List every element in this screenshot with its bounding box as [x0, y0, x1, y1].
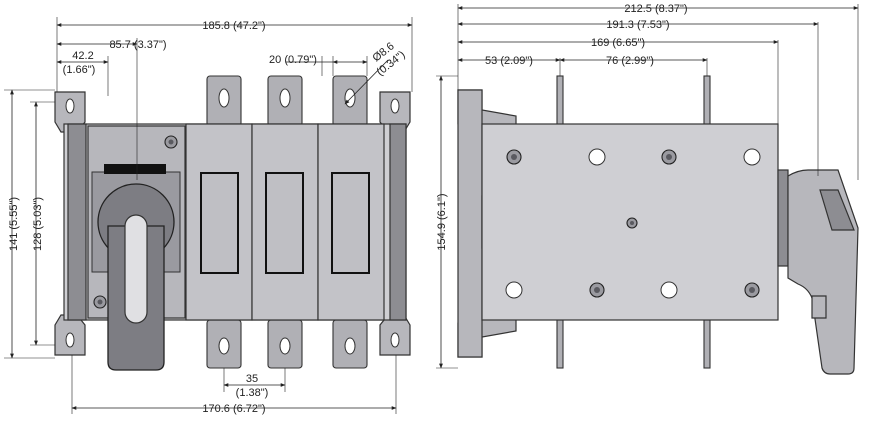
pole-window [265, 172, 304, 274]
terminal-hole [279, 337, 291, 355]
terminal-hole [218, 337, 230, 355]
dim-height-label: 154.9 (6.1") [436, 193, 448, 250]
top-terminals [206, 75, 368, 127]
terminal-hole [279, 88, 291, 108]
pole-window [200, 172, 239, 274]
dim-terminal-offset-label: 53 (2.09") [485, 55, 533, 67]
dim-terminal-width-label: 20 (0.79") [269, 54, 317, 66]
dim-pitch-inch: (1.38") [236, 387, 269, 399]
indicator-slot [104, 164, 166, 174]
side-screws [505, 148, 761, 299]
bottom-terminals [206, 319, 368, 369]
dim-mount-offset-inch: (1.66") [63, 64, 96, 76]
mounting-feet [54, 91, 411, 356]
poles [185, 123, 385, 321]
dim-depth-handle-label: 191.3 (7.53") [606, 19, 669, 31]
dim-pitch-label: 35 [246, 373, 258, 385]
dim-overall-width-label: 185.8 (47.2") [202, 20, 265, 32]
front-view: 185.8 (47.2") 85.7 (3.37") 42.2 (1.66") … [4, 17, 413, 415]
pole-window [331, 172, 370, 274]
rotary-handle [97, 183, 175, 371]
dim-mount-offset-label: 42.2 [72, 50, 93, 62]
terminal-hole [218, 88, 230, 108]
dim-base-width-label: 170.6 (6.72") [202, 403, 265, 415]
dim-terminal-spacing-label: 76 (2.99") [606, 55, 654, 67]
dim-height-outer-label: 141 (5.55") [8, 197, 20, 251]
side-handle [777, 169, 859, 375]
dim-height-inner-label: 128 (5.03") [32, 197, 44, 251]
dim-handle-offset-label: 85.7 (3.37") [109, 39, 166, 51]
side-view: 212.5 (8.37") 191.3 (7.53") 169 (6.65") … [436, 3, 859, 375]
terminal-hole [344, 88, 356, 108]
terminal-hole [344, 337, 356, 355]
dim-depth-body-label: 169 (6.65") [591, 37, 645, 49]
dim-depth-total-label: 212.5 (8.37") [624, 3, 687, 15]
